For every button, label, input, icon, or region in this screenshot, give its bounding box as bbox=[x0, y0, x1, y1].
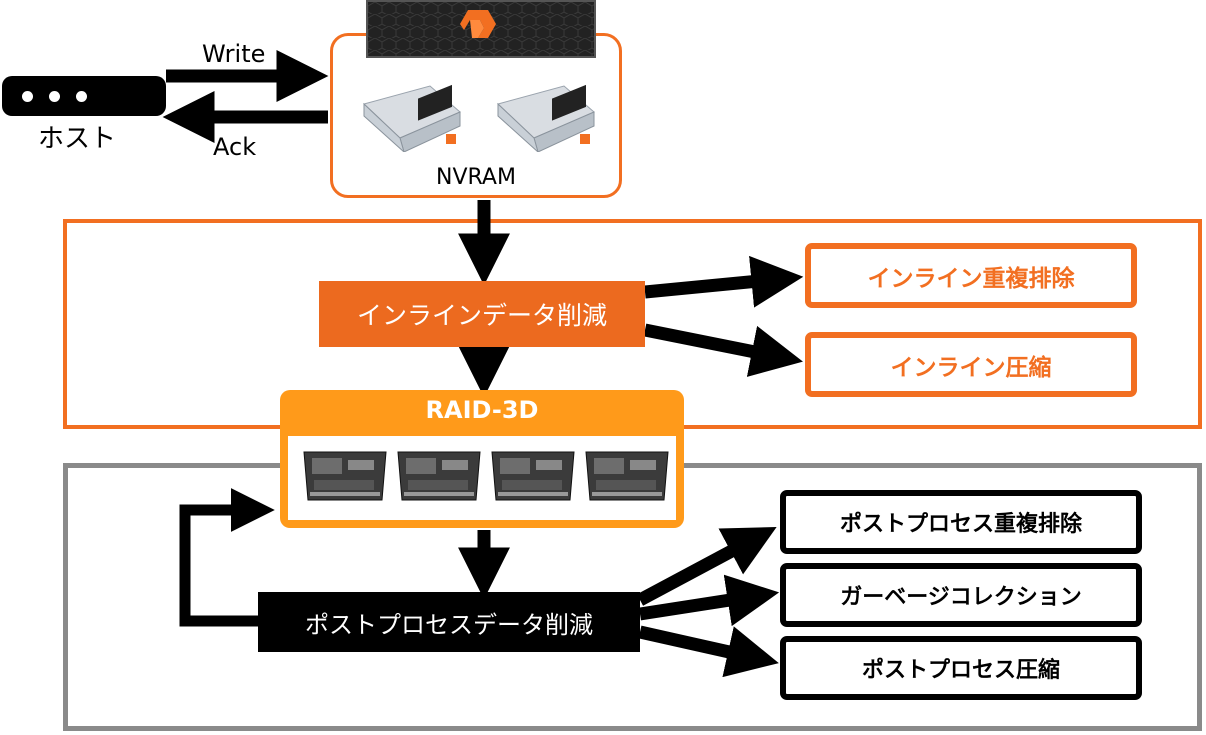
postprocess-reduction-box: ポストプロセスデータ削減 bbox=[258, 592, 640, 652]
post-to-dedup-arrow bbox=[636, 526, 777, 606]
nvram-label: NVRAM bbox=[436, 165, 516, 190]
inline-dedup-label: インライン重複排除 bbox=[867, 265, 1075, 292]
flash-blade-icon bbox=[585, 451, 669, 501]
led-dot bbox=[22, 90, 33, 102]
raid-3d-title: RAID-3D bbox=[425, 396, 539, 424]
nvram-module-icon bbox=[497, 84, 595, 152]
postprocess-reduction-label: ポストプロセスデータ削減 bbox=[305, 610, 593, 639]
host-label: ホスト bbox=[38, 124, 117, 154]
post-loop-arrow bbox=[179, 488, 275, 627]
postprocess-dedup-box: ポストプロセス重複排除 bbox=[780, 490, 1142, 554]
flash-blade-icon bbox=[491, 451, 575, 501]
inline-reduction-label: インラインデータ削減 bbox=[356, 301, 607, 330]
postprocess-dedup-label: ポストプロセス重複排除 bbox=[839, 512, 1082, 537]
inline-to-dedup-arrow bbox=[644, 255, 804, 308]
led-dot bbox=[76, 90, 87, 102]
write-label: Write bbox=[202, 40, 266, 68]
flash-blade-icon bbox=[397, 451, 481, 501]
garbage-collection-label: ガーベージコレクション bbox=[840, 585, 1082, 610]
postprocess-compression-box: ポストプロセス圧縮 bbox=[780, 636, 1142, 700]
chassis-graphic bbox=[368, 2, 594, 56]
inline-dedup-box: インライン重複排除 bbox=[805, 243, 1137, 308]
inline-compression-label: インライン圧縮 bbox=[890, 354, 1052, 381]
post-to-compression-arrow bbox=[638, 625, 779, 678]
led-dot bbox=[49, 90, 60, 102]
storage-array-icon bbox=[366, 0, 596, 58]
pure-logo-icon bbox=[460, 10, 496, 38]
flash-blade-icon bbox=[303, 451, 387, 501]
postprocess-compression-label: ポストプロセス圧縮 bbox=[861, 658, 1060, 683]
nvram-module-icon bbox=[363, 84, 461, 152]
garbage-collection-box: ガーベージコレクション bbox=[780, 563, 1142, 627]
inline-compression-box: インライン圧縮 bbox=[805, 332, 1137, 397]
host-server-icon bbox=[2, 76, 166, 116]
post-to-gc-arrow bbox=[639, 574, 780, 627]
ack-label: Ack bbox=[213, 133, 257, 161]
inline-to-compression-arrow bbox=[643, 323, 803, 377]
inline-reduction-box: インラインデータ削減 bbox=[319, 281, 645, 347]
